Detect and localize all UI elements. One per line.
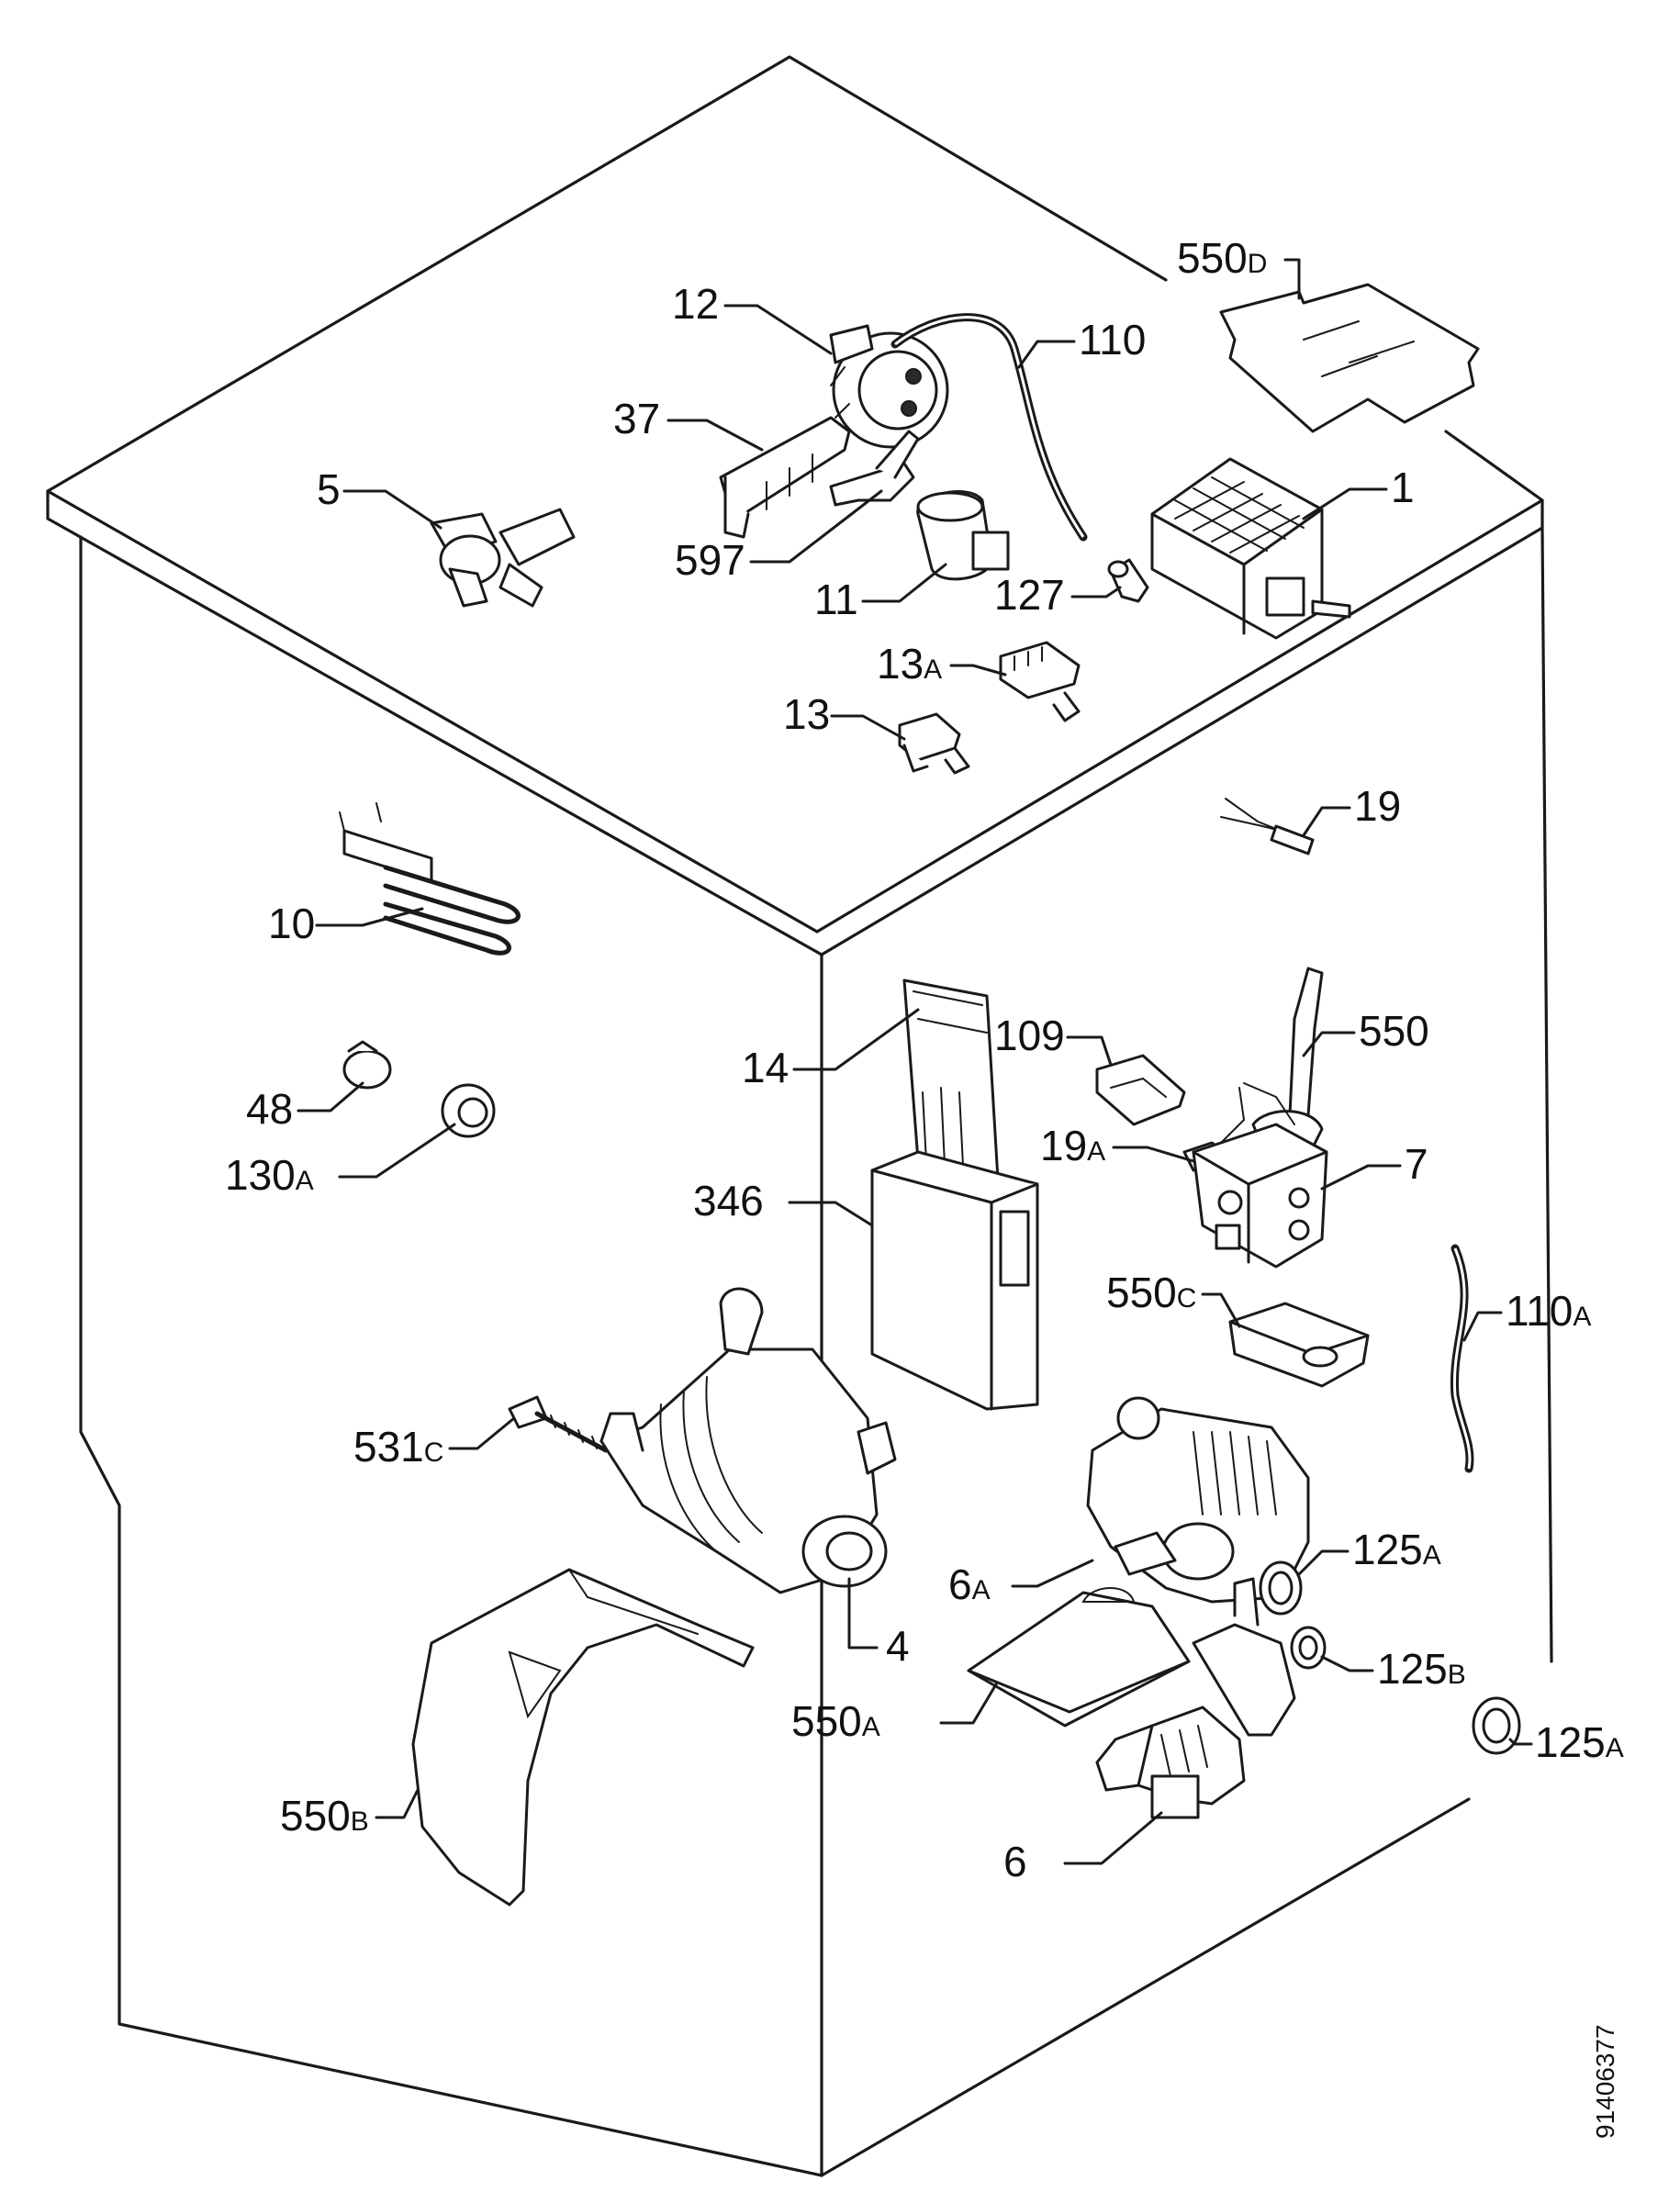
part-5-valve (430, 508, 576, 608)
label-125A-2: 125A (1535, 1718, 1624, 1766)
label-6A: 6A (948, 1560, 991, 1608)
part-550B-shield (411, 1568, 755, 1907)
part-4-motor (599, 1287, 897, 1594)
label-550: 550 (1359, 1007, 1429, 1055)
label-550C: 550C (1106, 1269, 1196, 1316)
label-110: 110 (1079, 316, 1146, 363)
part-550C-cover (1228, 1302, 1370, 1388)
label-12: 12 (672, 280, 719, 328)
label-13: 13 (783, 690, 830, 738)
label-550D: 550D (1177, 234, 1267, 282)
leader-lines (297, 258, 1533, 1865)
label-11: 11 (814, 576, 858, 623)
label-109: 109 (994, 1012, 1065, 1059)
part-110A-hose (1450, 1244, 1474, 1473)
label-125A-1: 125A (1352, 1526, 1441, 1573)
label-10: 10 (268, 900, 315, 947)
label-5: 5 (317, 465, 341, 513)
part-labels: 550D 12 110 37 1 5 597 11 127 13A 13 19 … (225, 234, 1624, 2139)
part-13A-connector (999, 641, 1081, 722)
part-127-plug (1107, 558, 1149, 603)
part-12-pressure-switch (829, 324, 949, 449)
label-531C: 531C (353, 1423, 443, 1471)
label-4: 4 (886, 1622, 910, 1670)
part-37-terminal-block (719, 416, 851, 539)
part-550A-pump-cover (967, 1587, 1191, 1728)
part-19-sensor (1220, 798, 1315, 855)
part-125A-ring-2 (1472, 1696, 1521, 1755)
part-550-harness (1243, 967, 1324, 1149)
part-1-programmer (1150, 457, 1351, 640)
part-11-capacitor (916, 490, 1010, 581)
part-13-connector (898, 712, 970, 775)
label-7: 7 (1405, 1140, 1428, 1188)
part-109-clip (1095, 1054, 1186, 1126)
part-550D-cover-plate (1219, 283, 1480, 433)
label-130A: 130A (225, 1151, 314, 1199)
part-346-dispenser-housing (870, 1150, 1039, 1411)
label-1: 1 (1391, 464, 1415, 511)
part-125A-ring-1 (1259, 1560, 1303, 1616)
label-13A: 13A (877, 640, 942, 688)
part-7-door-lock (1192, 1123, 1328, 1269)
label-550A: 550A (791, 1697, 880, 1745)
part-531C-bolt (508, 1395, 609, 1453)
part-110-hose (890, 313, 1088, 542)
reference-number: 91406377 (1591, 2024, 1619, 2139)
label-550B: 550B (280, 1792, 369, 1840)
part-125B-ring (1290, 1626, 1327, 1670)
label-110A: 110A (1506, 1287, 1591, 1335)
label-37: 37 (613, 395, 660, 442)
part-6-drain-pump (1095, 1577, 1296, 1819)
label-48: 48 (246, 1085, 293, 1133)
label-6: 6 (1003, 1838, 1027, 1885)
label-597: 597 (675, 536, 745, 584)
label-125B: 125B (1377, 1645, 1466, 1693)
part-10-heater (339, 802, 521, 956)
label-19: 19 (1354, 782, 1401, 830)
label-14: 14 (742, 1044, 789, 1091)
part-597-bracket (829, 430, 920, 507)
label-19A: 19A (1040, 1122, 1105, 1169)
label-127: 127 (994, 571, 1065, 619)
part-48-lamp (342, 1040, 392, 1090)
label-346: 346 (693, 1177, 764, 1225)
